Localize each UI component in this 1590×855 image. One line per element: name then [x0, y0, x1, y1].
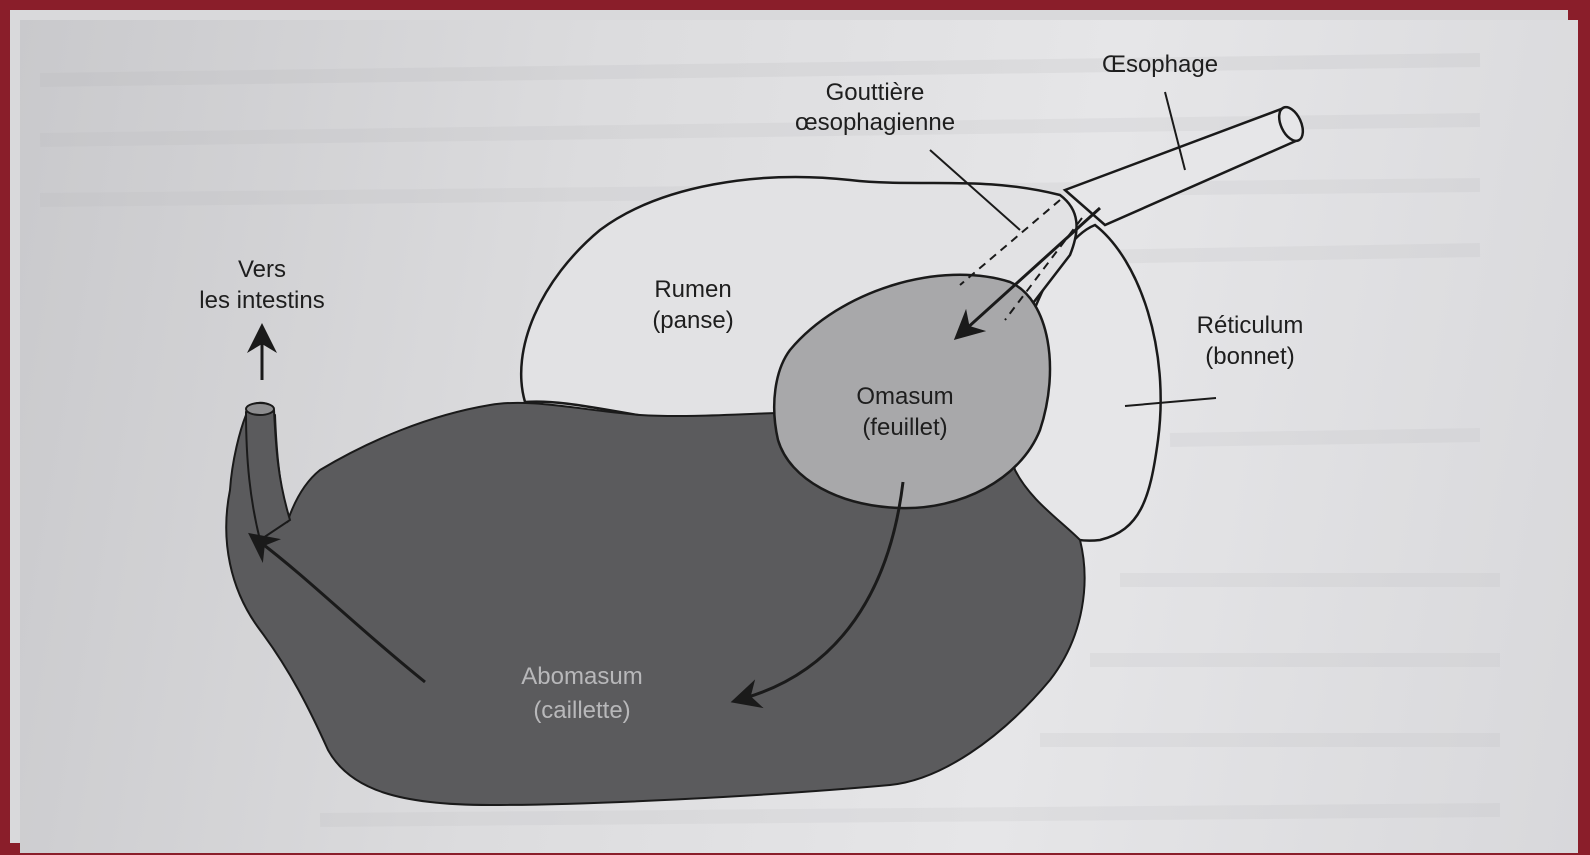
label-reticulum-line1: Réticulum [1197, 312, 1304, 339]
label-omasum-line2: (feuillet) [862, 414, 947, 441]
label-rumen-line1: Rumen [654, 276, 731, 303]
stomach-diagram: Œsophage Gouttière œsophagienne Vers les… [20, 20, 1578, 853]
label-reticulum-line2: (bonnet) [1205, 343, 1294, 370]
label-abomasum-line2: (caillette) [533, 697, 630, 724]
label-rumen-line2: (panse) [652, 307, 733, 334]
label-omasum-line1: Omasum [856, 383, 953, 410]
label-groove-line2: œsophagienne [795, 109, 955, 136]
label-abomasum-line1: Abomasum [521, 663, 642, 690]
label-groove-line1: Gouttière [826, 79, 925, 106]
label-intestines-line1: Vers [238, 256, 286, 283]
label-intestines-line2: les intestins [199, 287, 324, 314]
outlet-opening [246, 403, 274, 415]
diagram-page: Œsophage Gouttière œsophagienne Vers les… [20, 20, 1578, 853]
label-oesophagus: Œsophage [1102, 51, 1218, 78]
